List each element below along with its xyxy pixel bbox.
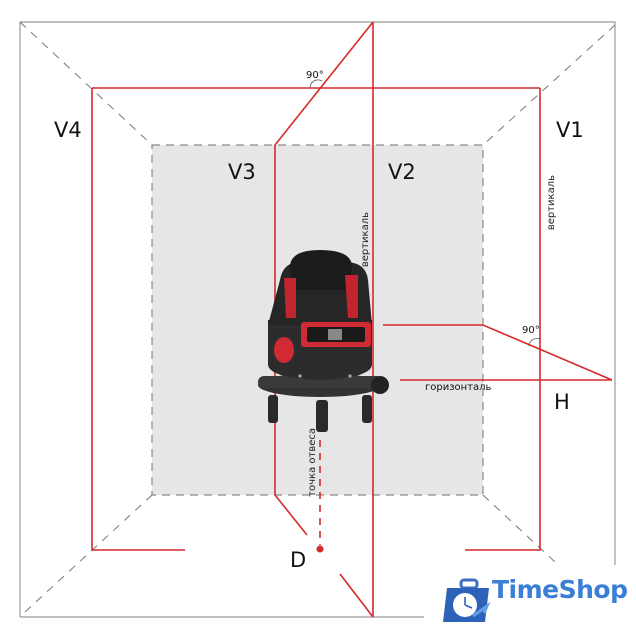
- angle-label-top: 90°: [306, 70, 324, 81]
- timeshop-logo: TimeShop: [436, 575, 628, 604]
- vertical-label-center: вертикаль: [360, 212, 371, 268]
- laser-lines: [91, 21, 613, 618]
- label-v4: V4: [54, 118, 82, 142]
- vertical-label-right: вертикаль: [546, 175, 557, 231]
- corner-dashes: [19, 21, 616, 613]
- plumb-dot: [316, 545, 324, 553]
- label-v1: V1: [556, 118, 584, 142]
- laser-level-device: [258, 250, 389, 432]
- label-h: H: [554, 390, 570, 414]
- logo-text: TimeShop: [492, 575, 628, 604]
- label-d: D: [290, 548, 307, 572]
- angle-label-right: 90°: [522, 325, 540, 336]
- timeshop-logo-icon: [443, 578, 491, 622]
- label-v2: V2: [388, 160, 416, 184]
- room-outline-top: [20, 21, 616, 297]
- plumb-point-label: точка отвеса: [307, 428, 318, 497]
- label-v3: V3: [228, 160, 256, 184]
- horizontal-label: горизонталь: [425, 382, 492, 393]
